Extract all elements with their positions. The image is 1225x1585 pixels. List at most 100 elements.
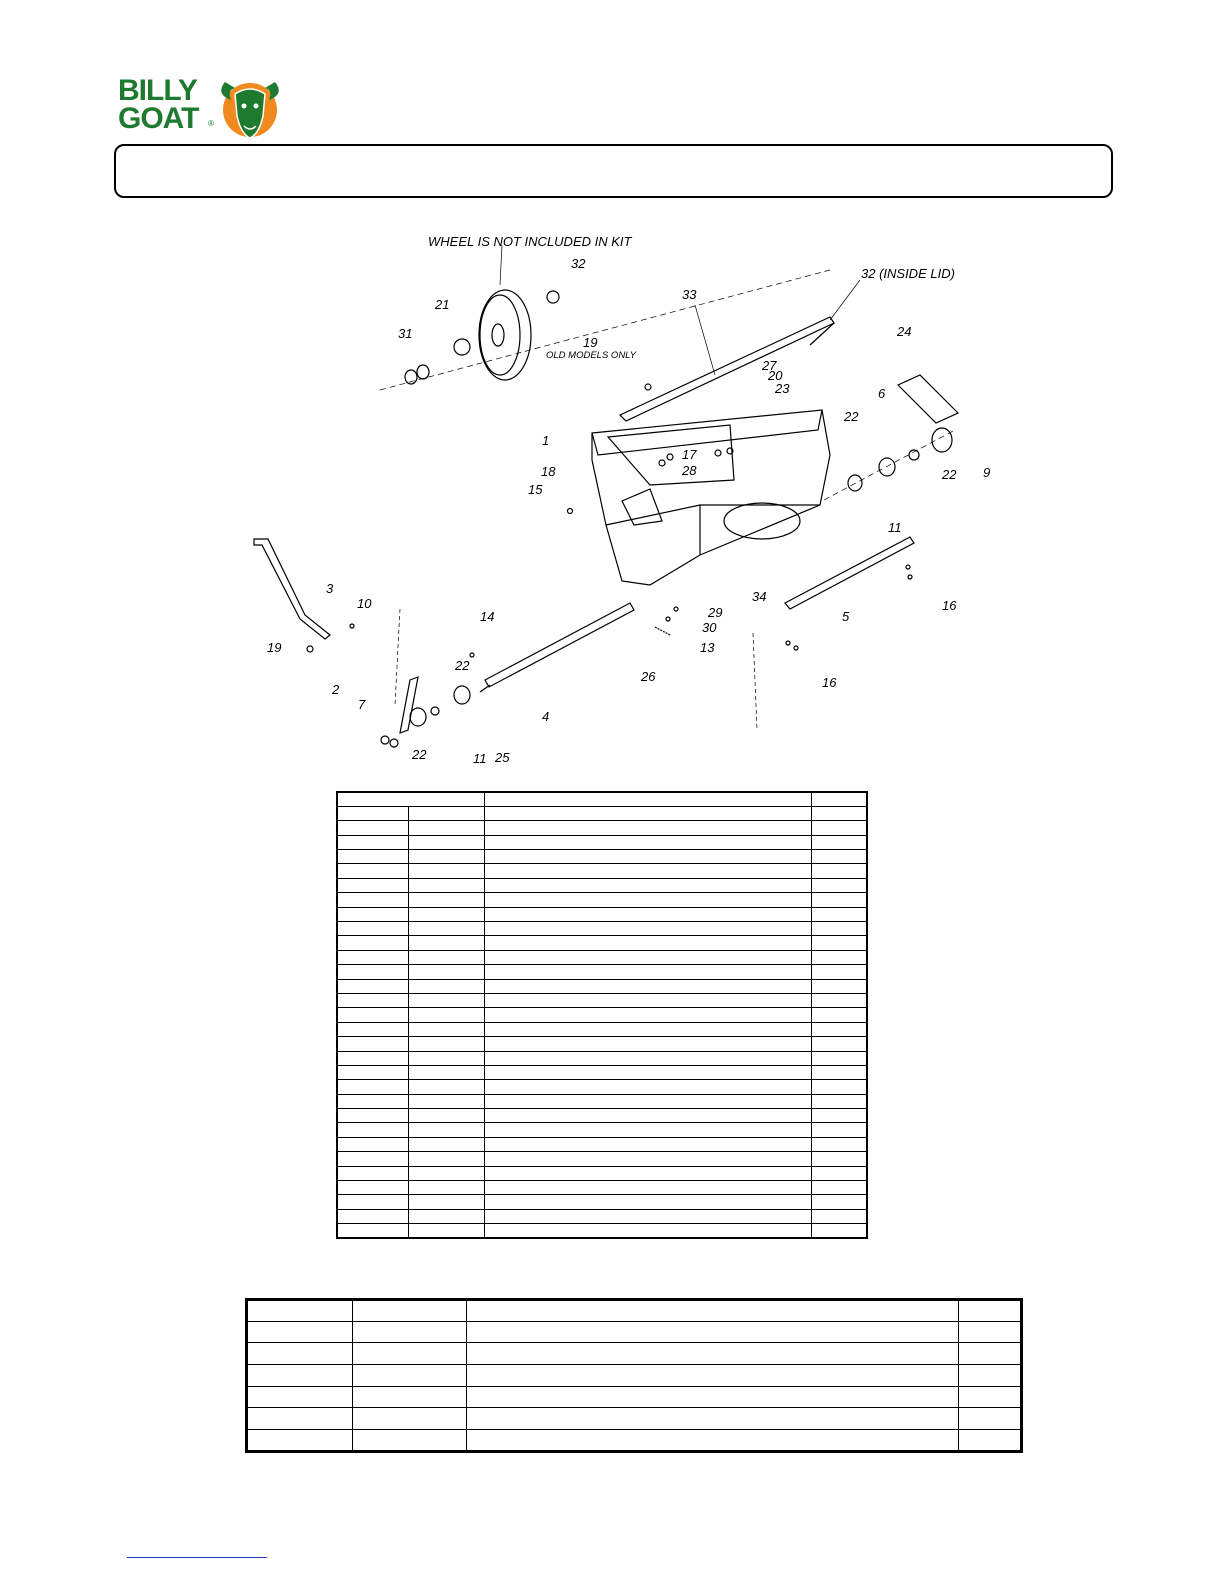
- table-cell: [466, 1342, 959, 1366]
- title-box: [114, 144, 1113, 198]
- table-header-row: [336, 791, 868, 807]
- table-cell: [336, 849, 409, 865]
- note-inside-lid: 32 (INSIDE LID): [861, 266, 955, 281]
- table-cell: [483, 906, 812, 923]
- callout: 25: [494, 750, 510, 765]
- table-cell: [407, 849, 485, 865]
- table-cell: [810, 877, 868, 894]
- callout: 27: [761, 358, 777, 373]
- table-cell: [407, 1050, 485, 1066]
- table-cell: [407, 1151, 485, 1167]
- callout: 14: [480, 609, 494, 624]
- table-cell: [958, 1299, 1022, 1322]
- table-cell: [407, 1208, 485, 1225]
- table-cell: [407, 992, 485, 1009]
- table-cell: [810, 906, 868, 923]
- table-cell: [483, 964, 812, 980]
- table-row: [336, 906, 868, 923]
- table-cell: [336, 820, 409, 836]
- table-row: [336, 820, 868, 836]
- table-row: [336, 1223, 868, 1239]
- logo-word-billy: BILLY: [118, 74, 198, 107]
- table-cell: [483, 863, 812, 879]
- table-cell: [407, 1093, 485, 1110]
- table-cell: [336, 1194, 409, 1210]
- table-cell: [483, 1050, 812, 1066]
- callout: 23: [774, 381, 790, 396]
- table-cell: [958, 1320, 1022, 1344]
- table-row: [336, 1064, 868, 1081]
- table-cell: [336, 1151, 409, 1167]
- table-cell: [336, 935, 409, 951]
- callout: 29: [707, 605, 722, 620]
- callout: 13: [700, 640, 715, 655]
- table-cell: [336, 877, 409, 894]
- table-cell: [810, 1194, 868, 1210]
- agitator-shaft: [484, 602, 635, 688]
- table-cell: [336, 805, 409, 822]
- table-cell: [483, 834, 812, 851]
- table-cell: [958, 1385, 1022, 1409]
- table-cell: [407, 1064, 485, 1081]
- note-wheel-not-included: WHEEL IS NOT INCLUDED IN KIT: [428, 234, 633, 249]
- table-cell: [810, 834, 868, 851]
- table-cell: [466, 1429, 959, 1452]
- callout: 16: [942, 598, 957, 613]
- table-cell: [407, 1165, 485, 1182]
- table-cell: [483, 820, 812, 836]
- table-cell: [336, 834, 409, 851]
- table-cell: [810, 863, 868, 879]
- table-cell: [810, 1165, 868, 1182]
- table-row: [246, 1429, 1022, 1452]
- table-cell: [483, 1208, 812, 1225]
- table-cell: [336, 964, 409, 980]
- table-cell: [483, 1122, 812, 1138]
- table-cell: [336, 892, 409, 908]
- callout: 16: [822, 675, 837, 690]
- table-row: [336, 877, 868, 894]
- table-cell: [810, 820, 868, 836]
- callout: 6: [878, 386, 886, 401]
- table-cell: [483, 1036, 812, 1052]
- table-cell: [352, 1364, 467, 1387]
- callout: 2: [331, 682, 340, 697]
- table-cell: [407, 1021, 485, 1038]
- table-cell: [810, 1180, 868, 1196]
- table-row: [336, 964, 868, 980]
- table-cell: [407, 834, 485, 851]
- table-cell: [246, 1320, 353, 1344]
- table-cell: [407, 935, 485, 951]
- callout: 9: [983, 465, 990, 480]
- table-cell: [483, 1180, 812, 1196]
- table-cell: [246, 1364, 353, 1387]
- table-cell: [407, 1122, 485, 1138]
- callout: 19: [267, 640, 281, 655]
- table-row: [336, 1122, 868, 1138]
- table-row: [336, 949, 868, 966]
- parts-list-table: [336, 791, 868, 1240]
- table-cell: [810, 892, 868, 908]
- table-cell: [810, 1208, 868, 1225]
- table-cell: [810, 1050, 868, 1066]
- table-row: [336, 1108, 868, 1124]
- table-cell: [336, 791, 485, 807]
- table-header-row: [246, 1299, 1022, 1322]
- table-row: [336, 1079, 868, 1095]
- table-cell: [407, 1180, 485, 1196]
- table-cell: [810, 1007, 868, 1023]
- table-cell: [336, 1050, 409, 1066]
- table-cell: [810, 1079, 868, 1095]
- footer-link[interactable]: [127, 1557, 267, 1558]
- table-cell: [407, 877, 485, 894]
- table-cell: [407, 906, 485, 923]
- table-cell: [336, 1064, 409, 1081]
- note-old-models: OLD MODELS ONLY: [546, 350, 637, 361]
- table-row: [246, 1385, 1022, 1409]
- table-cell: [466, 1320, 959, 1344]
- table-cell: [466, 1385, 959, 1409]
- table-row: [246, 1320, 1022, 1344]
- table-cell: [407, 949, 485, 966]
- callout: 22: [411, 747, 427, 762]
- table-cell: [810, 849, 868, 865]
- table-row: [336, 1093, 868, 1110]
